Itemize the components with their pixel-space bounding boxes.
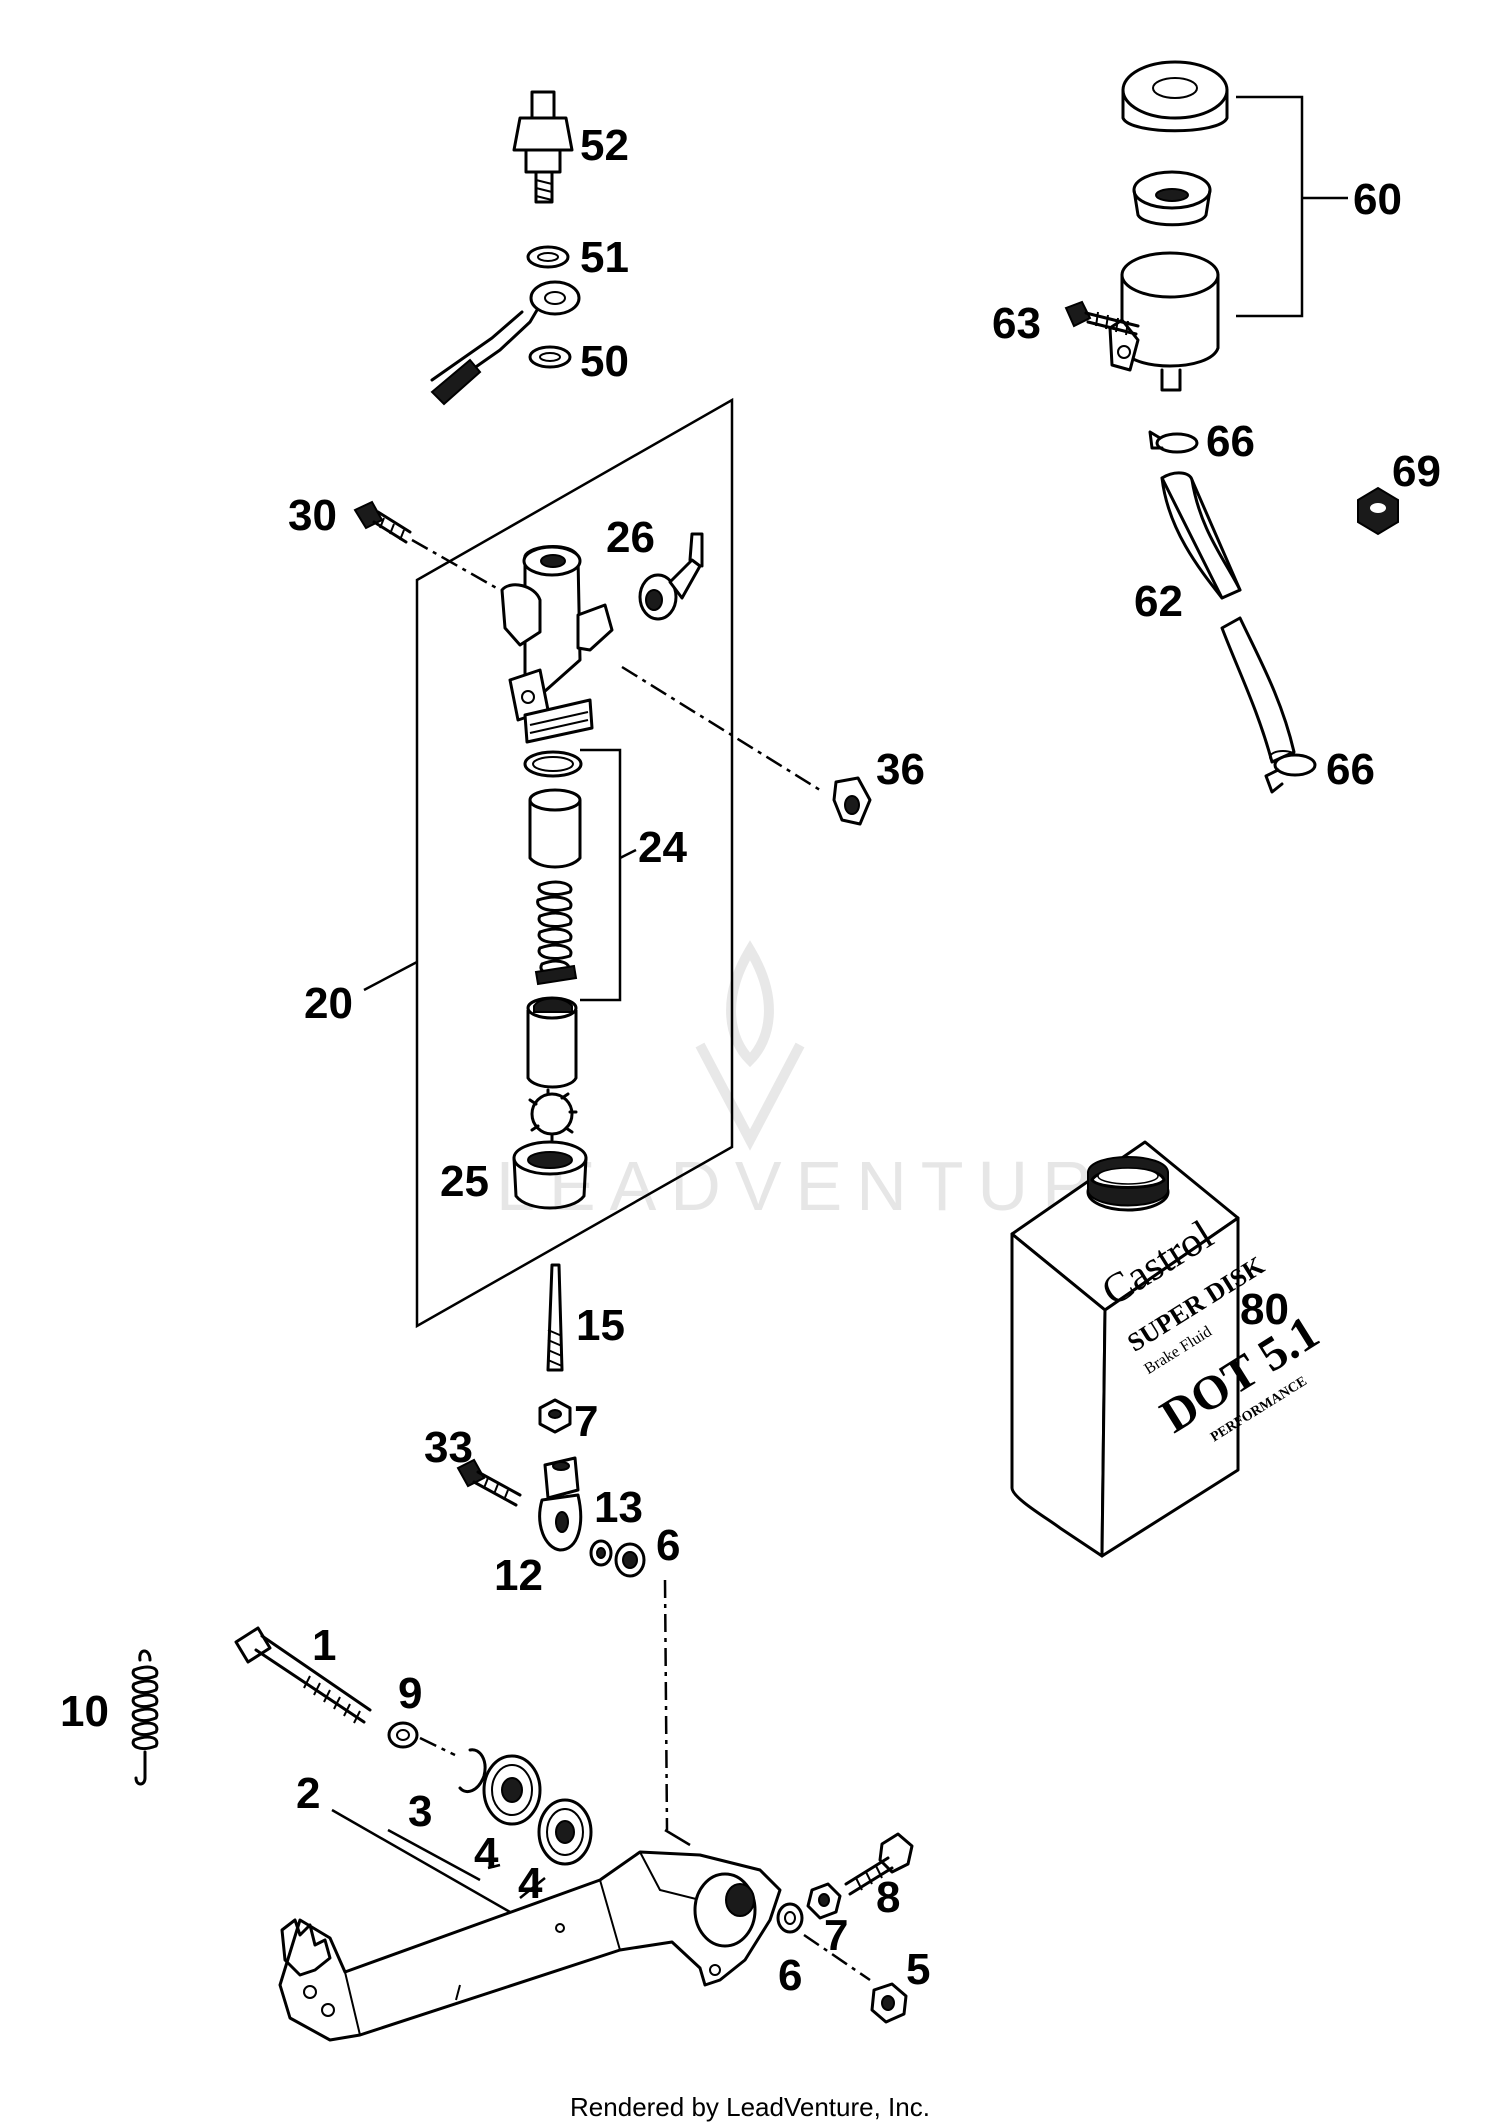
callout-80: 80 [1240,1285,1289,1334]
part-10-return-spring [131,1649,159,1786]
callout-51: 51 [580,233,629,282]
callout-60: 60 [1353,175,1402,224]
callout-5: 5 [906,1945,930,1994]
callout-30: 30 [288,491,337,540]
leader-4a [487,1863,501,1870]
leader-3 [387,1828,481,1882]
leader-20 [363,960,418,992]
part-25-boot [512,1140,588,1210]
leader-2 [331,1808,511,1914]
callout-9: 9 [398,1669,422,1718]
callout-4b: 4 [518,1859,543,1908]
callout-8: 8 [876,1873,900,1922]
part-80-brake-fluid-can: Castrol SUPER DISK Brake Fluid DOT 5.1 P… [1010,1140,1328,1558]
part-62-vent-hose [1160,471,1297,764]
part-5-nut [870,1982,908,2024]
callout-1: 1 [312,1621,336,1670]
part-24-piston-kit [523,750,583,1142]
leader-24 [619,848,637,860]
master-cylinder-body [500,545,614,744]
axis-36 [621,665,821,792]
part-4-bearing-a [482,1754,542,1826]
axis-30 [411,538,501,592]
callout-69: 69 [1392,447,1441,496]
part-12-clevis [538,1456,583,1552]
callout-2: 2 [296,1769,320,1818]
part-7-nut-lower [806,1882,842,1920]
leader-4b [519,1877,546,1899]
callout-12: 12 [494,1551,543,1600]
callout-10: 10 [60,1687,109,1736]
watermark-logo [695,940,805,1151]
part-66-hose-clamp-bottom [1264,753,1317,794]
part-51-washer [526,245,570,269]
part-13-washer [589,1539,613,1567]
part-15-pushrod [546,1263,564,1372]
axis-5 [803,1933,871,1982]
callout-26: 26 [606,513,655,562]
group-20-frame [415,397,734,1329]
callout-20: 20 [304,979,353,1028]
brake-hose-banjo [430,280,581,406]
part-66-hose-clamp-top [1148,430,1199,454]
part-9-washer [387,1721,419,1749]
part-6-nut-upper [614,1542,646,1578]
part-6-washer-lower [776,1902,804,1934]
part-63-screw [1064,300,1140,336]
callout-36: 36 [876,745,925,794]
part-52-brake-light-switch [512,90,574,204]
callout-6-lower: 6 [778,1951,802,2000]
footer-credit: Rendered by LeadVenture, Inc. [570,2092,930,2122]
part-4-bearing-b [537,1798,593,1866]
part-69-nut [1357,486,1399,536]
part-3-circlip [458,1748,487,1793]
callout-66-top: 66 [1206,417,1255,466]
callout-25: 25 [440,1157,489,1206]
callout-7-upper: 7 [574,1397,598,1446]
bracket-24 [580,748,622,1002]
part-1-pivot-bolt [234,1626,372,1724]
leader-pushrod-pedal [664,1828,691,1847]
part-8-bolt [844,1832,914,1896]
callout-33: 33 [424,1423,473,1472]
part-60-reservoir-assembly [1108,60,1229,392]
part-2-brake-pedal [278,1850,782,2042]
callout-3: 3 [408,1787,432,1836]
callout-24: 24 [638,823,687,872]
callout-15: 15 [576,1301,625,1350]
callout-6-upper: 6 [656,1521,680,1570]
callout-66-bottom: 66 [1326,745,1375,794]
callout-50: 50 [580,337,629,386]
part-26-bleeder [638,532,704,621]
axis-6 [663,1579,669,1831]
part-33-bolt [456,1458,522,1507]
callout-62: 62 [1134,577,1183,626]
part-30-bolt [353,500,412,544]
axis-9-3 [419,1736,456,1757]
callout-13: 13 [594,1483,643,1532]
bracket-60 [1236,95,1304,318]
callout-7-lower: 7 [824,1911,848,1960]
callout-63: 63 [992,299,1041,348]
part-36-cover [832,776,872,826]
part-7-nut-upper [538,1398,572,1434]
callout-52: 52 [580,121,629,170]
part-50-washer [528,345,572,369]
callout-labels: 52 51 50 60 63 66 69 62 66 30 26 36 24 2… [60,121,1441,2000]
callout-4a: 4 [474,1829,499,1878]
